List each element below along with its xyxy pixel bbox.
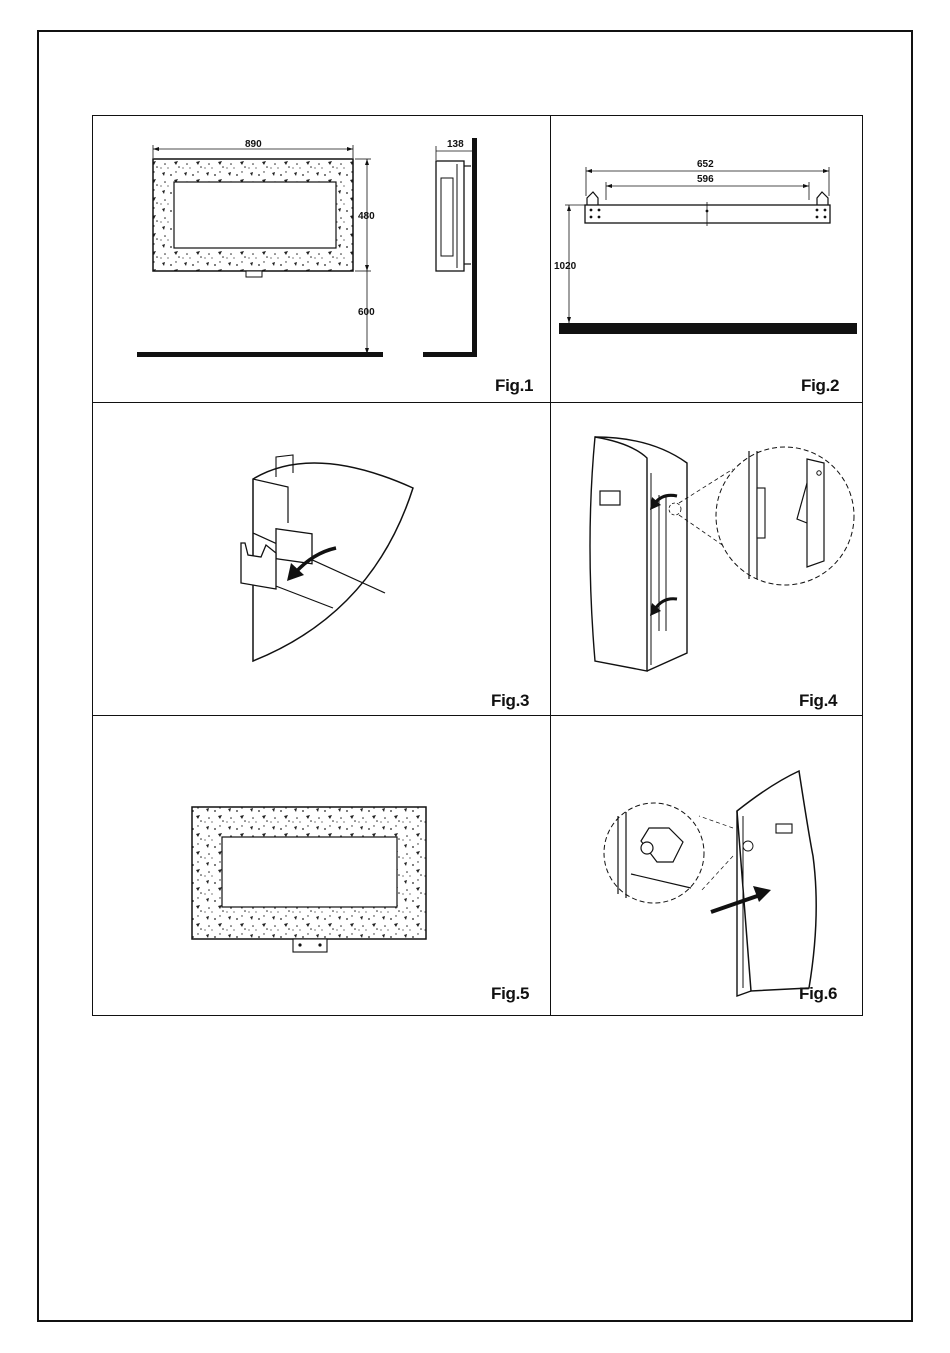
fig4-caption: Fig.4 [799,691,837,711]
fig3-fireplace-corner [253,463,413,661]
fig5-caption: Fig.5 [491,984,529,1004]
fig2-wall-bracket [585,205,830,223]
fig5-fireplace-screen [222,837,397,907]
fig3-panel: Fig.3 [93,403,551,716]
fig4-panel: Fig.4 [551,403,862,716]
fig5-panel: Fig.5 [93,716,551,1015]
fig1-floor [137,352,383,357]
fig1-clearance-label: 600 [358,308,375,318]
fig6-caption: Fig.6 [799,984,837,1004]
figure-grid: 890 138 480 600 Fig.1 [92,115,863,1016]
fig1-fireplace-screen [174,182,336,248]
fig4-fireplace-side [590,437,647,671]
fig2-caption: Fig.2 [801,376,839,396]
fig2-outer-label: 652 [697,160,714,170]
fig6-panel: Fig.6 [551,716,862,1015]
fig1-height-label: 480 [358,212,375,222]
fig3-caption: Fig.3 [491,691,529,711]
fig1-wall [472,138,477,357]
fig3-drawing [93,403,551,716]
fig2-panel: 652 596 1020 Fig.2 [551,116,862,403]
fig1-width-label: 890 [245,140,262,150]
fig4-drawing [551,403,862,716]
fig1-drawing [93,116,551,403]
fig5-bottom-bracket [293,939,327,952]
fig2-inner-label: 596 [697,175,714,185]
fig3-bracket-hook [276,529,312,564]
fig1-panel: 890 138 480 600 Fig.1 [93,116,551,403]
fig2-height-label: 1020 [554,262,576,272]
fig2-floor [559,323,857,334]
fig6-drawing [551,716,862,1015]
fig1-caption: Fig.1 [495,376,533,396]
fig6-fireplace-side [737,771,816,991]
fig5-drawing [93,716,551,1015]
fig1-depth-label: 138 [447,140,464,150]
fig4-detail-circle [716,447,854,585]
